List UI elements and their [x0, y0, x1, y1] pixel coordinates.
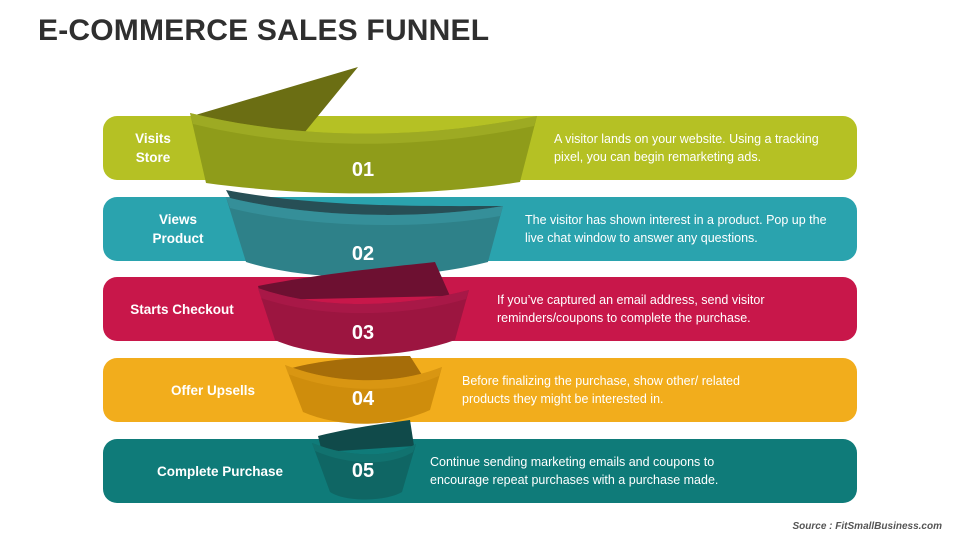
- step-label-views-product: Views Product: [152, 212, 204, 246]
- step-label-offer-upsells: Offer Upsells: [170, 382, 256, 398]
- source-credit: Source : FitSmallBusiness.com: [792, 521, 943, 532]
- step-label-starts-checkout: Starts Checkout: [130, 301, 234, 317]
- step-label-visits-store: Visits Store: [135, 131, 171, 165]
- funnel-segment-04-highlight: [285, 365, 442, 389]
- step-description-starts-checkout: If you’ve captured an email address, sen…: [497, 293, 765, 325]
- funnel-top-flap: [192, 67, 358, 138]
- step-number-05: 05: [352, 460, 374, 482]
- step-description-visits-store: A visitor lands on your website. Using a…: [554, 132, 819, 164]
- page-title: E-COMMERCE SALES FUNNEL: [38, 14, 490, 47]
- step-bar-starts-checkout: Starts Checkout If you’ve captured an em…: [103, 277, 857, 341]
- funnel-segment-03-highlight: [258, 288, 469, 314]
- step-description-views-product: The visitor has shown interest in a prod…: [525, 213, 827, 245]
- step-number-04: 04: [352, 388, 375, 410]
- funnel-segment-05-highlight: [312, 443, 416, 463]
- step-bar-complete-purchase: Complete Purchase Continue sending marke…: [103, 439, 857, 503]
- step-bar-offer-upsells: Offer Upsells Before finalizing the purc…: [103, 358, 857, 422]
- funnel-segment-back-05: [318, 420, 414, 452]
- step-label-complete-purchase: Complete Purchase: [156, 463, 284, 479]
- step-number-03: 03: [352, 322, 374, 344]
- funnel-segment-back-03: [258, 262, 450, 300]
- step-description-complete-purchase: Continue sending marketing emails and co…: [430, 455, 719, 487]
- step-description-offer-upsells: Before finalizing the purchase, show oth…: [462, 374, 740, 406]
- step-number-02: 02: [352, 243, 374, 265]
- funnel-segment-02-highlight: [226, 197, 503, 226]
- funnel-segment-01-highlight: [190, 113, 537, 144]
- step-number-01: 01: [352, 159, 374, 181]
